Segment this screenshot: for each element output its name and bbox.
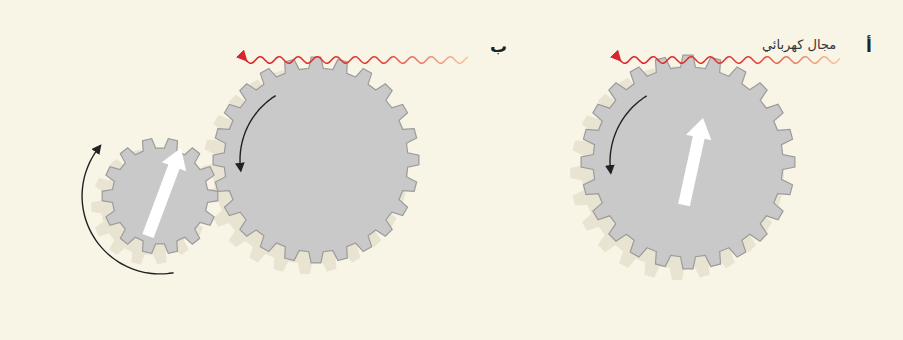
rotation-arrow	[240, 96, 276, 171]
orientation-arrow	[142, 148, 186, 238]
large-gear	[581, 55, 795, 269]
field-label: مجال كهربائي	[762, 37, 836, 52]
electric-field-wave	[620, 57, 840, 64]
small-gear	[102, 139, 218, 254]
electric-field-wave	[246, 57, 468, 64]
panel-letter: أ	[866, 36, 872, 56]
orientation-arrow	[678, 118, 711, 206]
rotation-arrow	[610, 96, 647, 173]
large-gear	[213, 57, 419, 263]
panel-letter: ب	[490, 36, 507, 56]
